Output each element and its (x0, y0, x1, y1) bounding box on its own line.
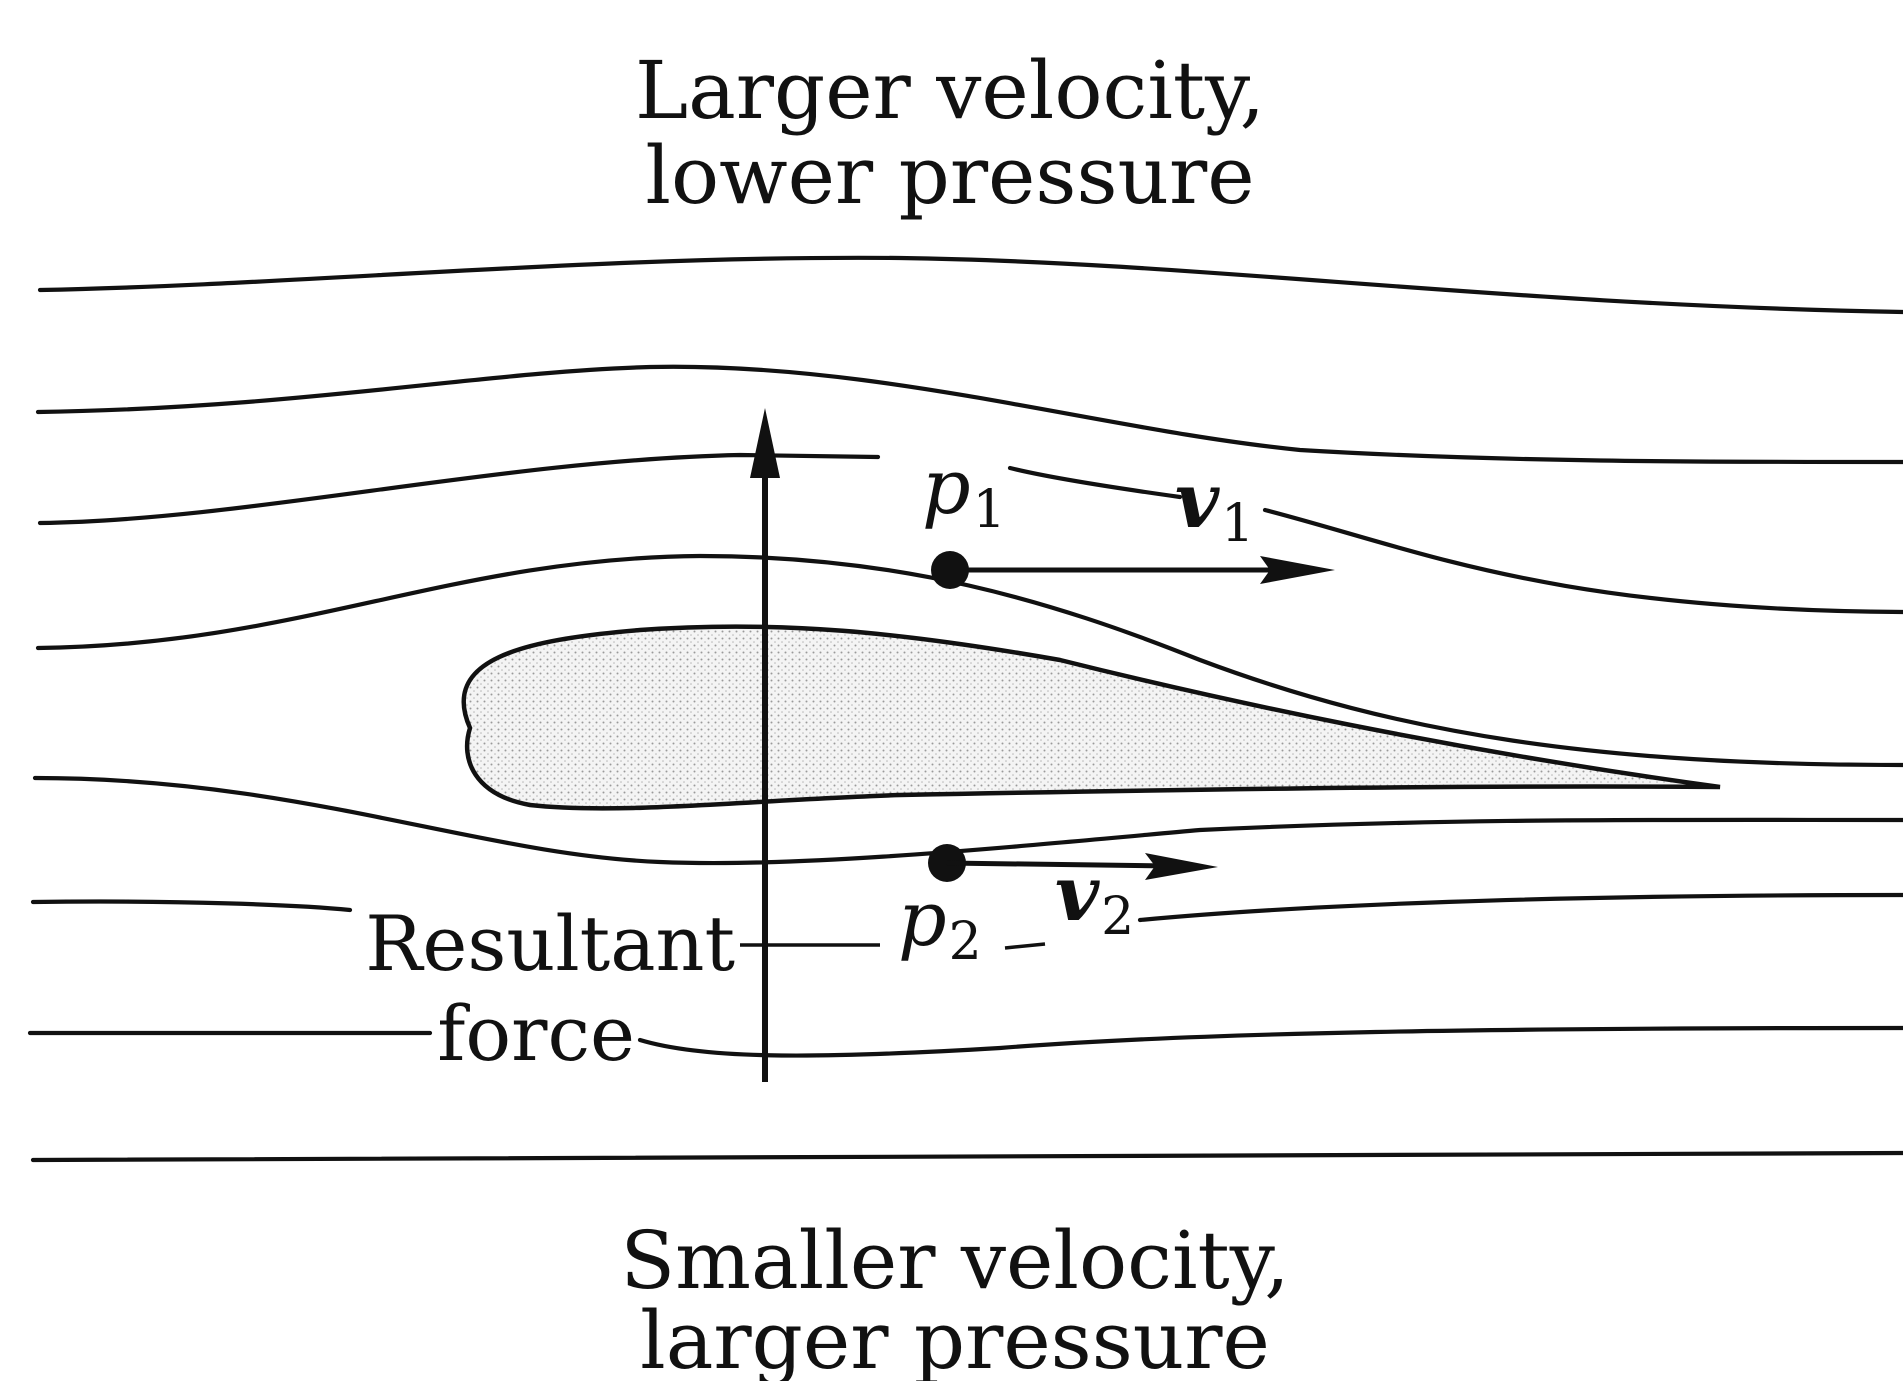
streamline-7b (640, 1028, 1903, 1056)
label-v2-symbol: v (1055, 849, 1100, 938)
top-caption-line2: lower pressure (645, 129, 1254, 222)
label-p1: p1 (922, 442, 1006, 540)
streamline-3c (1265, 510, 1903, 612)
force-label-line1: Resultant (365, 899, 735, 988)
streamline-8 (33, 1153, 1903, 1160)
label-v1: v1 (1175, 456, 1254, 554)
label-p1-symbol: p (922, 442, 971, 531)
velocity-v1-arrowhead (1260, 556, 1335, 584)
resultant-force-arrowhead (750, 408, 780, 478)
streamline-6a (33, 902, 350, 910)
streamline-6b (1140, 895, 1903, 920)
streamline-3a (40, 455, 878, 523)
label-v2-subscript: 2 (1101, 887, 1134, 947)
airfoil (464, 627, 1720, 809)
label-p2-symbol: p (898, 874, 947, 963)
bottom-caption-line2: larger pressure (640, 1294, 1270, 1381)
label-v1-symbol: v (1175, 456, 1220, 545)
streamline-1 (40, 258, 1903, 312)
velocity-v2-arrowhead (1145, 853, 1218, 880)
label-v1-subscript: 1 (1221, 494, 1254, 554)
streamline-3b (1010, 468, 1180, 497)
label-p1-subscript: 1 (973, 480, 1006, 540)
label-p2-subscript: 2 (949, 912, 982, 972)
label-p2: p2 (898, 874, 982, 972)
top-caption-line1: Larger velocity, (635, 44, 1265, 137)
force-label-line2: force (437, 989, 635, 1078)
leader-p2-v2 (1005, 944, 1045, 948)
